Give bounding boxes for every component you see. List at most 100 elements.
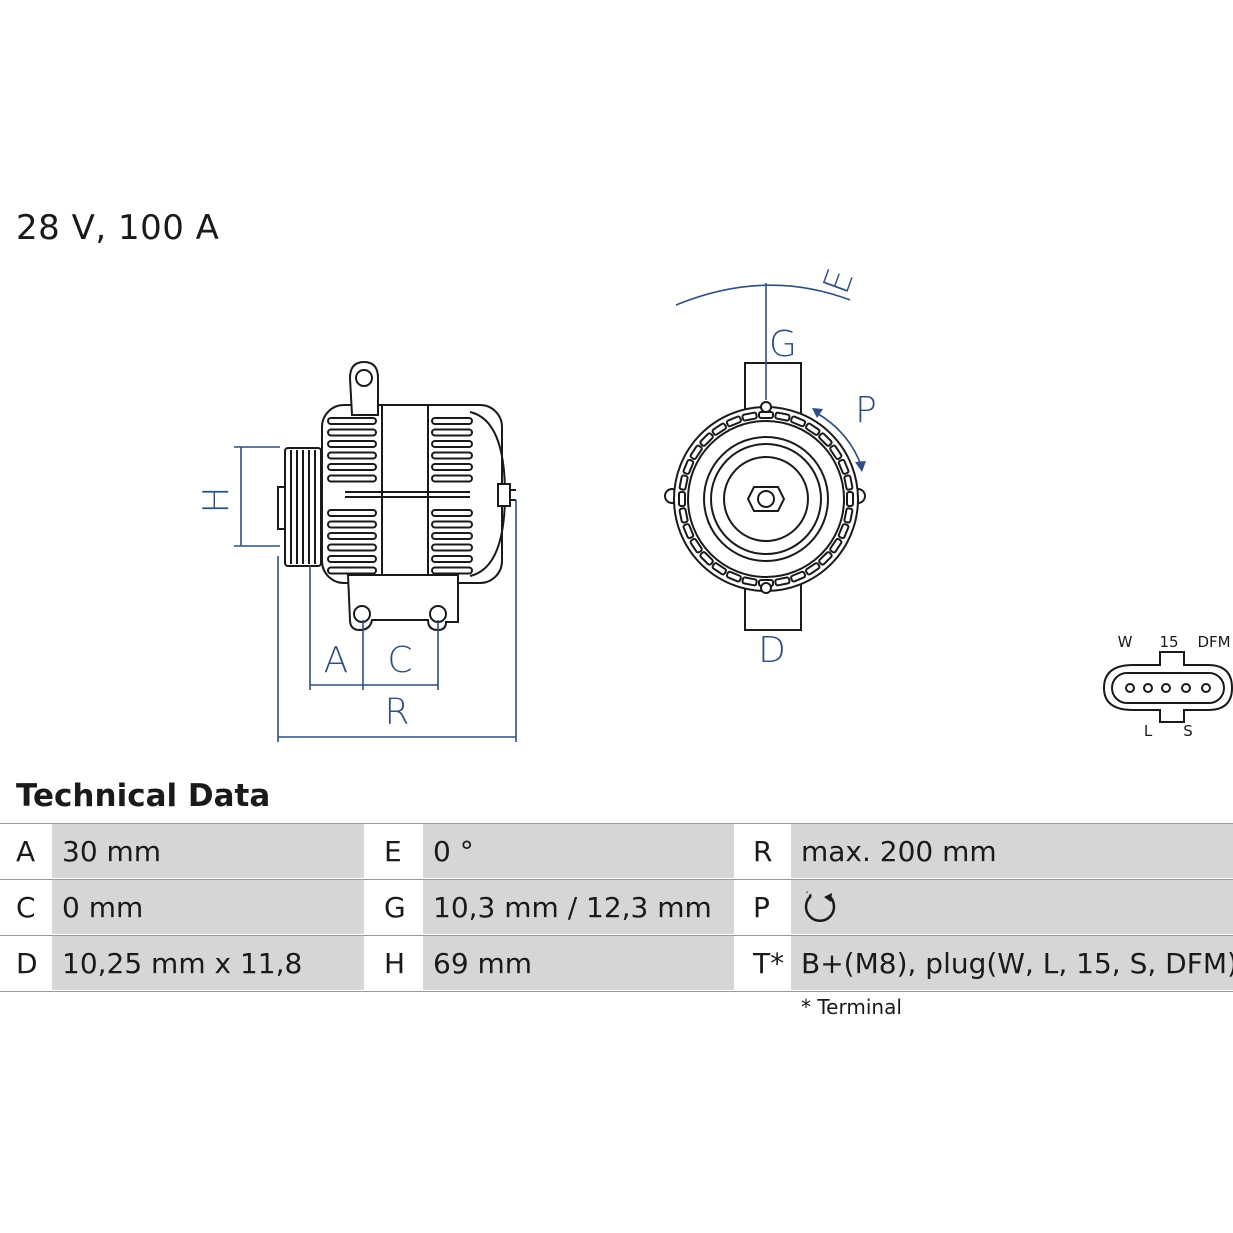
cooling-fin [431,520,473,529]
cooling-fin [327,440,377,448]
cooling-slot [699,432,714,447]
dimension-H: H [196,446,280,547]
dimension-R: R [277,500,517,742]
connector-plug-diagram: W 15 DFM L S [1102,633,1233,740]
spec-key: T* [753,947,785,980]
cooling-fin [431,440,473,448]
cooling-slot [682,458,695,475]
cooling-fin [431,543,473,552]
cooling-slot [843,507,854,524]
table-row: A 30 mm E 0 ° R max. 200 mm [0,824,1233,880]
cooling-fin [327,463,377,471]
plug-label-W: W [1118,633,1133,651]
dimension-label-R: R [384,692,409,733]
cooling-fin [327,566,377,575]
cooling-fin [327,543,377,552]
cooling-fin [431,417,473,425]
spec-value: 0 ° [423,824,734,878]
cooling-slot [790,570,807,583]
technical-drawing: H A C R E [196,264,1233,742]
pulley [277,447,322,567]
cooling-slot [711,422,728,436]
spec-value: 10,3 mm / 12,3 mm [423,880,734,934]
cooling-slot [829,444,843,461]
cooling-slot [774,411,791,422]
cooling-slot [678,474,689,491]
technical-data-table: A 30 mm E 0 ° R max. 200 mm C 0 mm G 10,… [0,823,1233,992]
cooling-fin [431,463,473,471]
spec-value: 10,25 mm x 11,8 [52,936,364,990]
cooling-slot [774,576,791,587]
cooling-fin [327,451,377,460]
cooling-fin [327,474,377,483]
spec-key: R [753,835,773,868]
cooling-fin [327,417,377,425]
dimension-label-E: E [816,264,862,299]
cooling-slot [837,458,850,475]
housing [321,360,516,632]
spec-value: B+(M8), plug(W, L, 15, S, DFM) [791,936,1233,990]
cooling-fin [327,555,377,563]
dimension-label-P: P [855,390,877,431]
cooling-fins-rear [431,417,473,575]
dimension-label-H: H [196,486,237,513]
cooling-slot [804,562,821,576]
rotation-arrowhead [855,461,866,472]
cooling-slot [818,432,833,447]
cooling-slot [699,551,714,566]
table-row: C 0 mm G 10,3 mm / 12,3 mm P [0,880,1233,936]
spec-value-rotation [791,880,1233,934]
spec-value: 30 mm [52,824,364,878]
spec-key: H [384,947,406,980]
cooling-slot [678,507,689,524]
cooling-slot [837,523,850,540]
spec-value: 69 mm [423,936,734,990]
cooling-fin [431,532,473,540]
plug-label-DFM: DFM [1197,633,1230,651]
rotation-arrowtail [812,408,823,418]
cooling-fin [431,451,473,460]
cooling-slot [689,444,703,461]
dimension-A-C: A C [309,566,439,690]
footnote: * Terminal [801,995,902,1019]
spec-key: C [16,891,36,924]
cooling-fin [431,566,473,575]
cooling-slot [689,537,703,554]
plug-label-S: S [1183,722,1193,740]
spec-key: G [384,891,406,924]
cooling-slot [725,570,742,583]
dimension-label-A: A [324,640,349,681]
cooling-fin [327,532,377,540]
cooling-fin [431,509,473,517]
cooling-slot [804,422,821,436]
spec-key: P [753,891,770,924]
dimension-label-G: G [769,324,797,365]
table-row: D 10,25 mm x 11,8 H 69 mm T* B+(M8), plu… [0,936,1233,992]
rating-title: 28 V, 100 A [16,208,220,248]
cooling-fin [431,474,473,483]
spec-value: max. 200 mm [791,824,1233,878]
spec-value: 0 mm [52,880,364,934]
cooling-slot [843,474,854,491]
clockwise-rotation-icon [804,891,836,922]
alternator-front-view: E G P D [664,264,877,671]
cooling-slot [818,551,833,566]
cooling-fin [327,520,377,529]
cooling-slot [741,576,758,587]
cooling-fin [327,509,377,517]
dimension-label-C: C [387,640,412,681]
plug-label-15: 15 [1159,633,1178,651]
cooling-slot [790,415,807,428]
alternator-side-view: H A C R [196,360,517,742]
cooling-slot [846,491,854,507]
cooling-fin [431,428,473,437]
cooling-slot [741,411,758,422]
cooling-slot [678,491,686,507]
cooling-fins-front [327,417,377,575]
section-title: Technical Data [16,778,271,814]
cooling-slot [711,562,728,576]
cooling-fin [431,555,473,563]
spec-key: A [16,835,36,868]
plug-label-L: L [1144,722,1153,740]
cooling-slot [725,415,742,428]
